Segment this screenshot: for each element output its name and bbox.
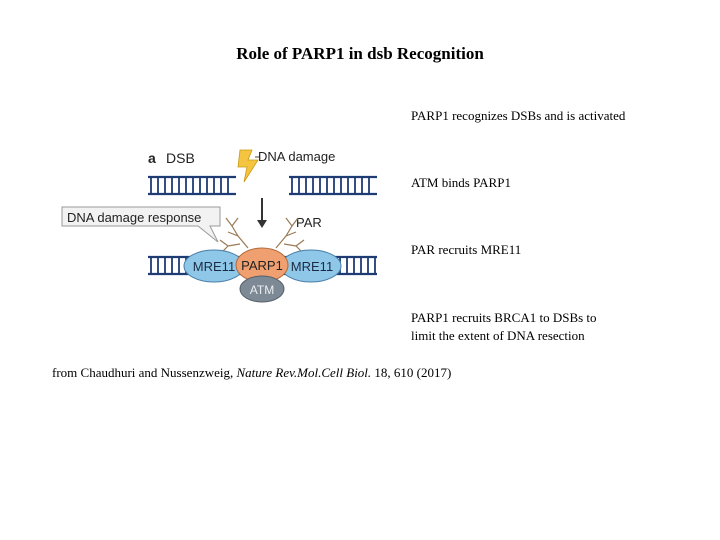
- mre11-right-label: MRE11: [291, 259, 333, 274]
- response-label: DNA damage response: [67, 210, 201, 225]
- citation-suffix: 18, 610 (2017): [374, 365, 452, 380]
- response-callout: [61, 206, 221, 243]
- citation: from Chaudhuri and Nussenzweig, Nature R…: [52, 365, 451, 381]
- step-atm-binds: ATM binds PARP1: [411, 175, 511, 190]
- atm-label: ATM: [250, 283, 274, 297]
- atm-shape: [239, 275, 285, 303]
- mre11-left-label: MRE11: [193, 259, 235, 274]
- parp1-label: PARP1: [241, 258, 283, 273]
- down-arrow-head: [257, 220, 267, 228]
- lightning-bolt-icon: [237, 149, 259, 183]
- panel-label: a: [148, 150, 156, 166]
- dna-damage-label: DNA damage: [258, 149, 335, 164]
- par-chains: [219, 217, 305, 253]
- citation-prefix: from Chaudhuri and Nussenzweig,: [52, 365, 234, 380]
- par-label: PAR: [296, 215, 322, 230]
- step-brca1-line2: limit the extent of DNA resection: [411, 328, 585, 343]
- step-par-recruits: PAR recruits MRE11: [411, 242, 522, 257]
- citation-journal: Nature Rev.Mol.Cell Biol.: [236, 365, 372, 380]
- dna-top-right: [289, 175, 377, 196]
- step-brca1-line1: PARP1 recruits BRCA1 to DSBs to: [411, 310, 597, 325]
- slide-title: Role of PARP1 in dsb Recognition: [236, 44, 484, 63]
- step-parp1-recognizes: PARP1 recognizes DSBs and is activated: [411, 108, 626, 123]
- dsb-label: DSB: [166, 150, 195, 166]
- dna-top-left: [148, 175, 236, 196]
